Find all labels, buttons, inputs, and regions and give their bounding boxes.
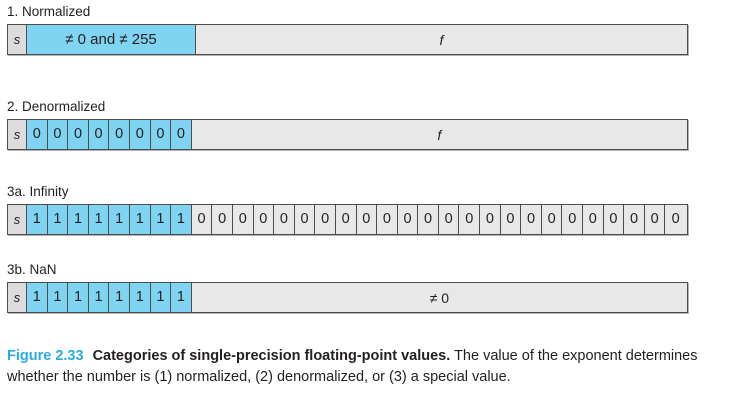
fraction-bit: 0 xyxy=(459,205,481,234)
exponent-bit: 1 xyxy=(27,283,48,312)
fraction-bit: 0 xyxy=(335,205,357,234)
figure-title: Categories of single-precision floating-… xyxy=(92,348,451,364)
exponent-bit: 1 xyxy=(109,205,130,234)
exponent-bit: 1 xyxy=(88,205,110,234)
section-denormalized: 2. Denormalized s 0 0 0 0 0 0 0 0 f xyxy=(7,99,688,150)
section-label-infinity: 3a. Infinity xyxy=(7,184,69,199)
fraction-bit: 0 xyxy=(418,205,439,234)
exponent-bit: 1 xyxy=(68,205,89,234)
fraction-bit: 0 xyxy=(541,205,563,234)
exponent-bit: 1 xyxy=(109,283,130,312)
fraction-bit: 0 xyxy=(315,205,336,234)
bitbar-denormalized: s 0 0 0 0 0 0 0 0 f xyxy=(7,119,688,150)
sign-cell-nan: s xyxy=(8,283,27,312)
fraction-bit: 0 xyxy=(583,205,604,234)
fraction-bit: 0 xyxy=(480,205,501,234)
fraction-bit: 0 xyxy=(212,205,233,234)
section-nan: 3b. NaN s 1 1 1 1 1 1 1 1 ≠ 0 xyxy=(7,262,688,313)
exponent-bit: 0 xyxy=(27,120,48,149)
fraction-bit: 0 xyxy=(377,205,398,234)
bitbar-normalized: s ≠ 0 and ≠ 255 f xyxy=(7,24,688,55)
sign-cell-normalized: s xyxy=(8,25,27,54)
exponent-bit: 0 xyxy=(47,120,69,149)
exponent-bit: 1 xyxy=(171,283,192,312)
section-label-nan: 3b. NaN xyxy=(7,262,57,277)
fraction-bit: 0 xyxy=(438,205,460,234)
fraction-bit: 0 xyxy=(500,205,522,234)
exponent-bit: 0 xyxy=(150,120,172,149)
fraction-bit: 0 xyxy=(624,205,645,234)
exponent-bit: 1 xyxy=(150,205,172,234)
figure-caption-body: The value of the exponent determines whe… xyxy=(7,348,698,385)
fraction-bit: 0 xyxy=(521,205,542,234)
fraction-field-denormalized: f xyxy=(191,120,687,149)
section-label-denormalized: 2. Denormalized xyxy=(7,99,106,114)
exponent-bit: 1 xyxy=(27,205,48,234)
fraction-bit: 0 xyxy=(294,205,316,234)
exponent-bit: 1 xyxy=(171,205,192,234)
exponent-bit: 1 xyxy=(47,205,69,234)
fraction-bit: 0 xyxy=(562,205,584,234)
fraction-field-normalized: f xyxy=(196,25,687,54)
fraction-field-nan: ≠ 0 xyxy=(191,283,687,312)
figure-caption: Figure 2.33 Categories of single-precisio… xyxy=(7,346,707,387)
exponent-bit: 1 xyxy=(129,283,151,312)
figure-number: Figure 2.33 xyxy=(7,348,84,364)
exponent-bit: 1 xyxy=(88,283,110,312)
exponent-bit: 0 xyxy=(68,120,89,149)
exponent-bit: 0 xyxy=(109,120,130,149)
fraction-bit: 0 xyxy=(665,205,686,234)
section-label-normalized: 1. Normalized xyxy=(7,4,91,19)
exponent-bit: 0 xyxy=(129,120,151,149)
exponent-bit: 1 xyxy=(68,283,89,312)
exponent-bit: 0 xyxy=(88,120,110,149)
fraction-bit: 0 xyxy=(397,205,419,234)
bitbar-infinity: s 1 1 1 1 1 1 1 1 0 0 0 0 0 0 0 0 0 0 0 … xyxy=(7,204,688,235)
exponent-bit: 1 xyxy=(47,283,69,312)
fraction-bit: 0 xyxy=(191,205,213,234)
fraction-bit: 0 xyxy=(603,205,625,234)
exponent-bit: 1 xyxy=(129,205,151,234)
exponent-bit: 1 xyxy=(150,283,172,312)
exponent-bit: 0 xyxy=(171,120,192,149)
exponent-field-normalized: ≠ 0 and ≠ 255 xyxy=(27,25,196,54)
bitbar-nan: s 1 1 1 1 1 1 1 1 ≠ 0 xyxy=(7,282,688,313)
section-infinity: 3a. Infinity s 1 1 1 1 1 1 1 1 0 0 0 0 0… xyxy=(7,184,688,235)
sign-cell-infinity: s xyxy=(8,205,27,234)
section-normalized: 1. Normalized s ≠ 0 and ≠ 255 f xyxy=(7,4,688,55)
fraction-bit: 0 xyxy=(232,205,254,234)
fraction-bit: 0 xyxy=(356,205,378,234)
fraction-bit: 0 xyxy=(253,205,275,234)
sign-cell-denormalized: s xyxy=(8,120,27,149)
fraction-bit: 0 xyxy=(274,205,295,234)
fraction-bit: 0 xyxy=(644,205,666,234)
